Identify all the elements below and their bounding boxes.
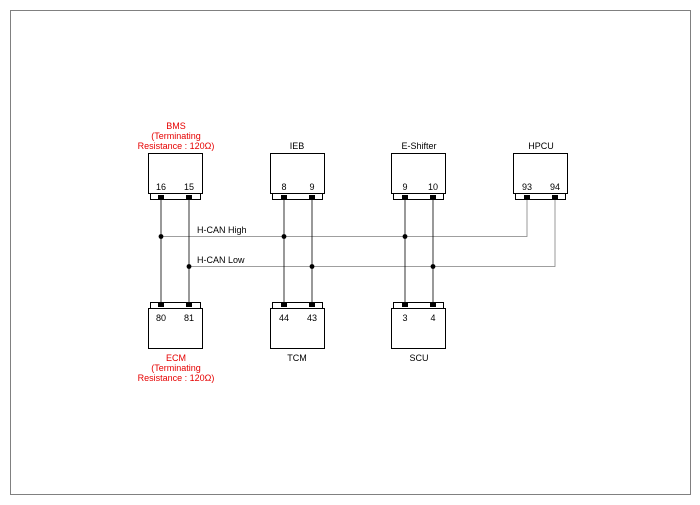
hpcu-connector <box>515 193 566 200</box>
tcm-pin-high <box>281 303 287 307</box>
hpcu-pin-high-label: 93 <box>522 182 532 192</box>
bms-name-label: BMS <box>166 121 186 131</box>
diagram-frame <box>10 10 691 495</box>
module-tcm: 44 43 TCM <box>270 302 325 363</box>
e-shifter-box <box>391 153 446 194</box>
e-shifter-pin-high-label: 9 <box>402 182 407 192</box>
tcm-pin-high-label: 44 <box>279 313 289 323</box>
bms-pin-high-label: 16 <box>156 182 166 192</box>
scu-name-label: SCU <box>409 353 428 363</box>
tcm-pin-low <box>309 303 315 307</box>
bms-note-line1: (Terminating <box>151 131 201 141</box>
ecm-note-line1: (Terminating <box>151 363 201 373</box>
bms-box <box>148 153 203 194</box>
ieb-pin-high <box>281 195 287 199</box>
e-shifter-pin-low-label: 10 <box>428 182 438 192</box>
h-can-high-label: H-CAN High <box>197 225 247 235</box>
junction-node <box>158 234 164 239</box>
bms-connector <box>150 193 201 200</box>
scu-box <box>391 308 446 349</box>
ieb-pin-high-label: 8 <box>281 182 286 192</box>
tcm-pin-low-label: 43 <box>307 313 317 323</box>
bms-pin-high <box>158 195 164 199</box>
bms-note-line2: Resistance : 120Ω) <box>138 141 215 151</box>
junction-node <box>281 234 287 239</box>
scu-pin-low-label: 4 <box>430 313 435 323</box>
junction-node <box>430 264 436 269</box>
junctions <box>158 234 436 269</box>
hpcu-pin-high <box>524 195 530 199</box>
junction-node <box>402 234 408 239</box>
hpcu-pin-low-label: 94 <box>550 182 560 192</box>
module-hpcu: HPCU 93 94 <box>513 141 568 200</box>
ecm-name-label: ECM <box>166 353 186 363</box>
ieb-box <box>270 153 325 194</box>
wires <box>160 200 434 303</box>
ieb-connector <box>272 193 323 200</box>
ieb-pin-low-label: 9 <box>309 182 314 192</box>
junction-node <box>309 264 315 269</box>
e-shifter-pin-high <box>402 195 408 199</box>
module-ieb: IEB 8 9 <box>270 141 325 200</box>
hpcu-name-label: HPCU <box>528 141 554 151</box>
ecm-box <box>148 308 203 349</box>
e-shifter-name-label: E-Shifter <box>401 141 436 151</box>
bms-pin-low-label: 15 <box>184 182 194 192</box>
module-scu: 3 4 SCU <box>391 302 446 363</box>
tcm-name-label: TCM <box>287 353 307 363</box>
ecm-pin-high-label: 80 <box>156 313 166 323</box>
module-bms: BMS (Terminating Resistance : 120Ω) 16 1… <box>138 121 215 200</box>
bms-pin-low <box>186 195 192 199</box>
ieb-name-label: IEB <box>290 141 305 151</box>
module-ecm: 80 81 ECM (Terminating Resistance : 120Ω… <box>138 302 215 383</box>
e-shifter-connector <box>393 193 444 200</box>
scu-pin-high <box>402 303 408 307</box>
ecm-pin-high <box>158 303 164 307</box>
scu-pin-high-label: 3 <box>402 313 407 323</box>
scu-pin-low <box>430 303 436 307</box>
module-e-shifter: E-Shifter 9 10 <box>391 141 446 200</box>
junction-node <box>186 264 192 269</box>
hpcu-pin-low <box>552 195 558 199</box>
tcm-box <box>270 308 325 349</box>
e-shifter-pin-low <box>430 195 436 199</box>
ecm-pin-low-label: 81 <box>184 313 194 323</box>
ecm-note-line2: Resistance : 120Ω) <box>138 373 215 383</box>
h-can-low-label: H-CAN Low <box>197 255 245 265</box>
ieb-pin-low <box>309 195 315 199</box>
ecm-pin-low <box>186 303 192 307</box>
